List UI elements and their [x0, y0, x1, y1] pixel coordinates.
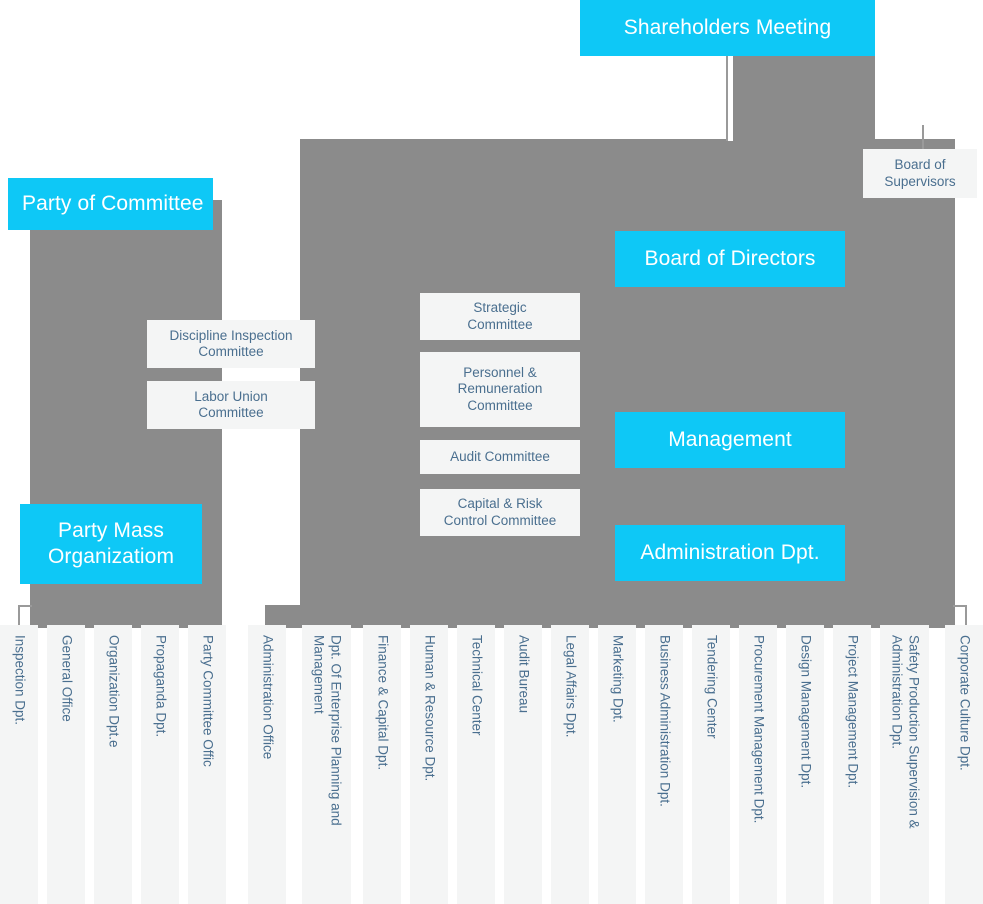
department-label: General Office — [59, 635, 75, 722]
department-label: Safety Production Supervision & Administ… — [889, 635, 922, 829]
department-label: Audit Bureau — [516, 635, 532, 714]
discipline-inspection-committee-label: Discipline Inspection Committee — [169, 327, 293, 359]
department-label: Finance & Capital Dpt. — [375, 635, 391, 771]
panel-admin-step — [265, 605, 315, 628]
department-label: Organization Dpt.e — [106, 635, 122, 748]
department-tile[interactable]: Audit Bureau — [504, 625, 542, 904]
committee-box-capital-risk-control[interactable]: Capital & Risk Control Committee — [420, 489, 580, 536]
committee-box-strategic[interactable]: Strategic Committee — [420, 293, 580, 340]
department-tile[interactable]: Human & Resource Dpt. — [410, 625, 448, 904]
party-mass-organization-label: Party Mass Organizatiom — [47, 519, 175, 568]
department-label: Marketing Dpt. — [610, 635, 626, 723]
committee-box-personnel-remuneration[interactable]: Personnel & Remuneration Committee — [420, 352, 580, 427]
board-of-supervisors-label: Board of Supervisors — [884, 157, 956, 189]
department-label: Legal Affairs Dpt. — [563, 635, 579, 738]
department-label: Administration Office — [260, 635, 276, 760]
department-tile[interactable]: Design Management Dpt. — [786, 625, 824, 904]
department-label: Propaganda Dpt. — [153, 635, 169, 738]
committee-box-audit[interactable]: Audit Committee — [420, 440, 580, 474]
department-label: Project Management Dpt. — [845, 635, 861, 789]
department-tile[interactable]: Project Management Dpt. — [833, 625, 871, 904]
connector-culture-horizontal — [953, 605, 967, 607]
connector-supervisors-vertical — [922, 125, 924, 155]
department-label: Business Administration Dpt. — [657, 635, 673, 807]
board-of-supervisors-box[interactable]: Board of Supervisors — [863, 149, 977, 198]
department-tile[interactable]: Marketing Dpt. — [598, 625, 636, 904]
department-tile[interactable]: Corporate Culture Dpt. — [945, 625, 983, 904]
connector-inspection-vertical — [18, 605, 20, 627]
department-tile[interactable]: Party Committee Offic — [188, 625, 226, 904]
department-label: Party Committee Offic — [200, 635, 216, 767]
department-tile[interactable]: Technical Center — [457, 625, 495, 904]
committee-label: Capital & Risk Control Committee — [443, 496, 557, 528]
department-label: Technical Center — [469, 635, 485, 736]
separator-supervisors — [728, 56, 733, 141]
committee-label: Strategic Committee — [467, 300, 533, 332]
department-tile[interactable]: General Office — [47, 625, 85, 904]
board-of-directors-box[interactable]: Board of Directors — [615, 231, 845, 287]
department-tile[interactable]: Safety Production Supervision & Administ… — [880, 625, 929, 904]
department-tile[interactable]: Finance & Capital Dpt. — [363, 625, 401, 904]
department-tile[interactable]: Propaganda Dpt. — [141, 625, 179, 904]
department-tile[interactable]: Dpt. Of Enterprise Planning and Manageme… — [302, 625, 351, 904]
labor-union-committee-box[interactable]: Labor Union Committee — [147, 381, 315, 429]
committee-label: Personnel & Remuneration Committee — [457, 364, 543, 413]
connector-inspection-horizontal — [18, 605, 32, 607]
labor-union-committee-label: Labor Union Committee — [194, 388, 268, 420]
committee-label: Audit Committee — [450, 448, 550, 464]
connector-culture-vertical — [965, 605, 967, 627]
party-of-committee-label: Party of Committee — [22, 192, 204, 216]
administration-dpt-box[interactable]: Administration Dpt. — [615, 525, 845, 581]
shareholders-meeting-box[interactable]: Shareholders Meeting — [580, 0, 875, 56]
connector-shareholders-vertical — [726, 56, 728, 141]
department-tile[interactable]: Organization Dpt.e — [94, 625, 132, 904]
department-label: Tendering Center — [704, 635, 720, 739]
department-label: Dpt. Of Enterprise Planning and Manageme… — [311, 635, 344, 826]
management-label: Management — [668, 428, 792, 452]
management-box[interactable]: Management — [615, 412, 845, 468]
department-tile[interactable]: Legal Affairs Dpt. — [551, 625, 589, 904]
department-tile[interactable]: Procurement Management Dpt. — [739, 625, 777, 904]
department-tile[interactable]: Inspection Dpt. — [0, 625, 38, 904]
department-label: Human & Resource Dpt. — [422, 635, 438, 782]
department-label: Procurement Management Dpt. — [751, 635, 767, 824]
department-label: Design Management Dpt. — [798, 635, 814, 789]
administration-dpt-label: Administration Dpt. — [640, 541, 820, 565]
party-mass-organization-box[interactable]: Party Mass Organizatiom — [20, 504, 202, 584]
panel-shareholders-stem — [733, 56, 875, 141]
department-tile[interactable]: Business Administration Dpt. — [645, 625, 683, 904]
discipline-inspection-committee-box[interactable]: Discipline Inspection Committee — [147, 320, 315, 368]
department-label: Corporate Culture Dpt. — [957, 635, 973, 771]
board-of-directors-label: Board of Directors — [644, 247, 816, 271]
department-label: Inspection Dpt. — [12, 635, 28, 726]
party-of-committee-box[interactable]: Party of Committee — [8, 178, 213, 230]
department-tile[interactable]: Tendering Center — [692, 625, 730, 904]
shareholders-meeting-label: Shareholders Meeting — [623, 16, 832, 40]
department-tile[interactable]: Administration Office — [248, 625, 286, 904]
